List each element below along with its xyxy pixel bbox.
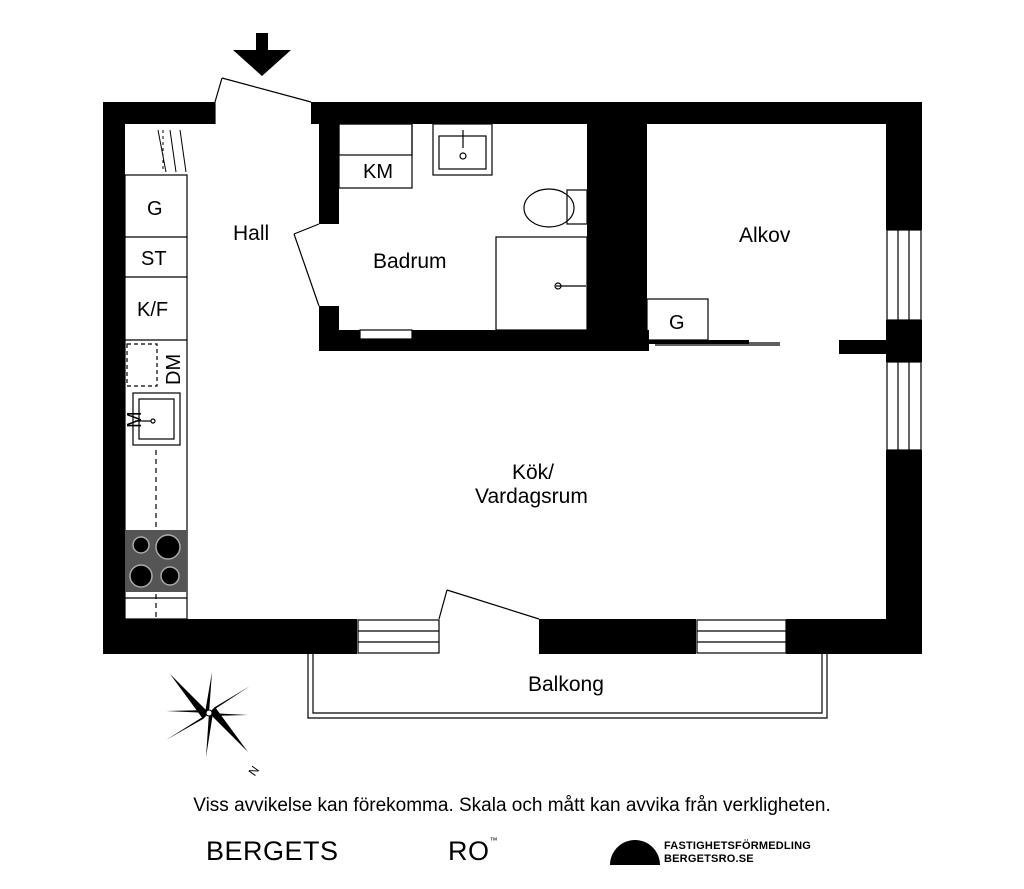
room-label-vardagsrum: Vardagsrum	[475, 485, 588, 508]
bathroom-door	[293, 223, 320, 307]
room-label-hall: Hall	[233, 222, 269, 245]
fixture-label-st: ST	[141, 248, 167, 270]
stove	[125, 530, 187, 592]
firm-logo-icon	[610, 840, 660, 865]
fixture-label-kf: K/F	[137, 299, 168, 321]
room-label-alkov: Alkov	[739, 224, 791, 247]
alcove-wardrobe	[646, 298, 709, 341]
fixture-label-km: KM	[363, 161, 393, 183]
compass-rose: N	[166, 672, 262, 778]
fixture-label-dm: DM	[163, 354, 185, 385]
windows	[357, 229, 922, 654]
bathroom-walls	[319, 124, 887, 354]
room-label-badrum: Badrum	[373, 250, 447, 273]
balcony-door	[438, 589, 540, 620]
entrance-arrow	[233, 33, 291, 76]
entrance-door	[214, 77, 312, 124]
room-label-kok: Kök/	[512, 461, 554, 484]
balcony	[307, 654, 828, 719]
firm-name: FASTIGHETSFÖRMEDLING BERGETSRO.SE	[664, 840, 811, 866]
kitchen-counter	[124, 174, 188, 620]
firm-line-2: BERGETSRO.SE	[664, 853, 754, 865]
alcove-sliding-door	[655, 342, 780, 346]
fixture-label-m: M	[124, 411, 146, 428]
fixture-label-g-kitchen: G	[147, 198, 163, 220]
fixture-label-g-alkov: G	[669, 312, 685, 334]
bathroom-fixtures	[324, 123, 588, 340]
brand-ro: RO™	[448, 836, 498, 867]
brand-trademark: ™	[489, 836, 498, 845]
outer-walls	[103, 102, 922, 654]
brand-ro-text: RO	[448, 836, 490, 866]
brand-bergets: BERGETS	[206, 836, 339, 866]
firm-line-1: FASTIGHETSFÖRMEDLING	[664, 840, 811, 852]
compass-north-label: N	[246, 763, 262, 778]
disclaimer-text: Viss avvikelse kan förekomma. Skala och …	[193, 795, 831, 816]
room-label-balkong: Balkong	[528, 673, 604, 696]
wardrobe	[125, 129, 187, 176]
